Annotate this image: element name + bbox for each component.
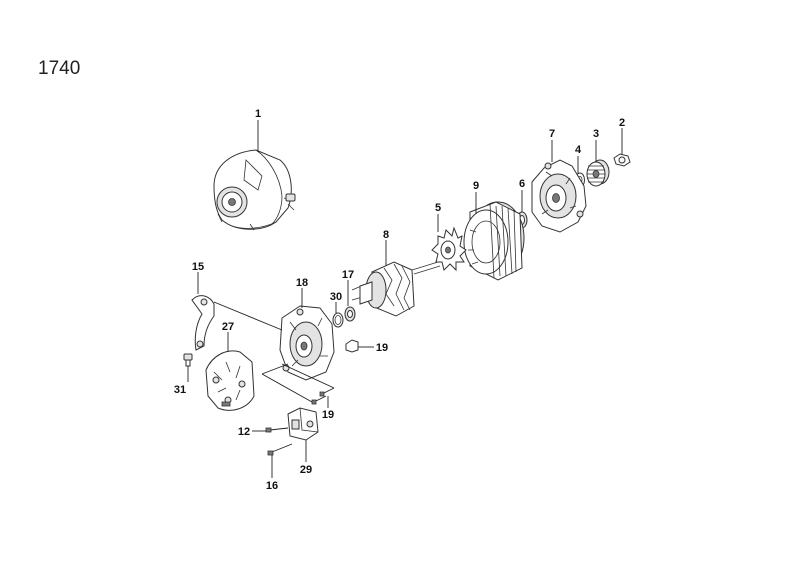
callout-5: 5 — [435, 202, 441, 214]
part-9-stator[interactable] — [463, 201, 525, 281]
leader-lines — [187, 120, 623, 478]
callout-31: 31 — [174, 384, 186, 396]
callout-17: 17 — [342, 269, 354, 281]
part-3-pulley[interactable] — [586, 159, 610, 187]
part-8-rotor[interactable] — [351, 261, 441, 317]
callout-30: 30 — [330, 291, 342, 303]
callout-7: 7 — [549, 128, 555, 140]
part-27-rectifier[interactable] — [205, 350, 255, 411]
callout-16: 16 — [266, 480, 278, 492]
callout-6: 6 — [519, 178, 525, 190]
part-29-regulator[interactable] — [287, 407, 319, 441]
part-7-drive-end-bracket[interactable] — [531, 159, 587, 233]
part-1-alternator-assembly[interactable] — [213, 149, 296, 231]
part-12-screw[interactable] — [265, 427, 289, 433]
callout-29: 29 — [300, 464, 312, 476]
callout-4: 4 — [575, 144, 582, 156]
callout-9: 9 — [473, 180, 479, 192]
part-17-bearing[interactable] — [344, 306, 356, 322]
part-19-bolts[interactable] — [311, 387, 335, 405]
part-31-screw[interactable] — [183, 353, 193, 367]
part-18-rear-housing[interactable] — [279, 305, 335, 381]
callout-labels: 1 2 3 4 7 6 9 5 8 17 30 18 15 19 19 27 3… — [174, 108, 625, 492]
part-2-nut[interactable] — [613, 153, 631, 167]
figure-number: 1740 — [38, 58, 81, 79]
callout-2: 2 — [619, 117, 625, 129]
part-30-ring[interactable] — [332, 312, 344, 328]
assembly-guide-lines — [213, 301, 335, 403]
callout-18: 18 — [296, 277, 308, 289]
part-15-terminal-plate[interactable] — [191, 295, 215, 351]
callout-19-lower: 19 — [322, 409, 334, 421]
callout-3: 3 — [593, 128, 599, 140]
callout-27: 27 — [222, 321, 234, 333]
part-5-fan[interactable] — [431, 226, 467, 272]
part-19-nut-upper[interactable] — [345, 339, 359, 353]
callout-1: 1 — [255, 108, 261, 120]
callout-8: 8 — [383, 229, 389, 241]
part-16-screw[interactable] — [267, 443, 293, 456]
callout-12: 12 — [238, 426, 250, 438]
callout-19-upper: 19 — [376, 342, 388, 354]
callout-15: 15 — [192, 261, 204, 273]
